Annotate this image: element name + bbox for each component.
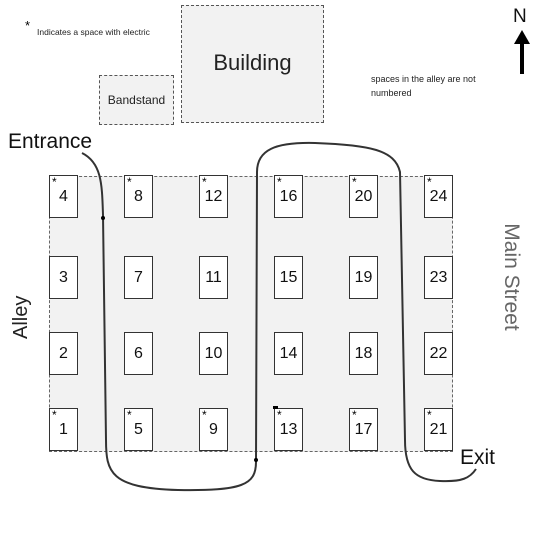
parking-space-7: 7 <box>124 256 153 299</box>
electric-icon: * <box>427 175 432 189</box>
parking-space-1: 1* <box>49 408 78 451</box>
legend-text: Indicates a space with electric <box>37 27 150 37</box>
electric-icon: * <box>52 408 57 422</box>
space-number: 11 <box>205 268 222 286</box>
parking-space-18: 18 <box>349 332 378 375</box>
space-number: 5 <box>134 420 143 438</box>
space-number: 1 <box>59 420 68 438</box>
parking-space-10: 10 <box>199 332 228 375</box>
space-number: 6 <box>134 344 143 362</box>
parking-space-4: 4* <box>49 175 78 218</box>
parking-space-22: 22 <box>424 332 453 375</box>
space-number: 21 <box>429 420 448 438</box>
space-number: 23 <box>429 268 448 286</box>
parking-space-16: 16* <box>274 175 303 218</box>
space-number: 4 <box>59 187 68 205</box>
space-number: 8 <box>134 187 143 205</box>
parking-space-24: 24* <box>424 175 453 218</box>
space-number: 18 <box>354 344 373 362</box>
parking-space-13: 13* <box>274 408 303 451</box>
parking-space-3: 3 <box>49 256 78 299</box>
parking-space-8: 8* <box>124 175 153 218</box>
main-street-label: Main Street <box>500 223 523 331</box>
route-marker <box>101 216 105 220</box>
parking-space-11: 11 <box>199 256 228 299</box>
electric-icon: * <box>127 408 132 422</box>
electric-icon: * <box>127 175 132 189</box>
space-number: 15 <box>279 268 298 286</box>
space-number: 24 <box>429 187 448 205</box>
parking-space-23: 23 <box>424 256 453 299</box>
space-number: 2 <box>59 344 68 362</box>
space-number: 17 <box>354 420 373 438</box>
parking-space-20: 20* <box>349 175 378 218</box>
parking-space-12: 12* <box>199 175 228 218</box>
entrance-label: Entrance <box>8 130 93 153</box>
space-number: 7 <box>134 268 143 286</box>
space-number: 22 <box>429 344 448 362</box>
parking-lot <box>49 176 453 452</box>
space-number: 3 <box>59 268 68 286</box>
space-number: 16 <box>279 187 298 205</box>
parking-space-14: 14 <box>274 332 303 375</box>
space-number: 9 <box>209 420 218 438</box>
alley-note: spaces in the alley are not numbered <box>371 74 476 98</box>
parking-space-15: 15 <box>274 256 303 299</box>
space-number: 14 <box>279 344 298 362</box>
parking-space-9: 9* <box>199 408 228 451</box>
legend-electric-icon: * <box>25 18 31 33</box>
route-marker <box>254 458 258 462</box>
bandstand-label: Bandstand <box>107 93 166 107</box>
north-arrow-icon <box>514 30 530 74</box>
parking-space-19: 19 <box>349 256 378 299</box>
route-marker <box>273 406 278 409</box>
electric-icon: * <box>352 408 357 422</box>
electric-icon: * <box>52 175 57 189</box>
electric-icon: * <box>202 175 207 189</box>
north-label: N <box>513 6 527 27</box>
space-number: 20 <box>354 187 373 205</box>
space-number: 13 <box>279 420 298 438</box>
space-number: 19 <box>354 268 373 286</box>
electric-icon: * <box>277 175 282 189</box>
building-label: Building <box>213 50 292 75</box>
parking-space-17: 17* <box>349 408 378 451</box>
parking-space-21: 21* <box>424 408 453 451</box>
parking-space-2: 2 <box>49 332 78 375</box>
electric-icon: * <box>277 408 282 422</box>
space-number: 12 <box>204 187 223 205</box>
electric-icon: * <box>427 408 432 422</box>
exit-label: Exit <box>460 446 496 469</box>
bandstand-area <box>99 75 174 125</box>
building-area <box>181 5 324 123</box>
parking-space-6: 6 <box>124 332 153 375</box>
alley-label: Alley <box>10 295 32 339</box>
space-number: 10 <box>204 344 223 362</box>
parking-space-5: 5* <box>124 408 153 451</box>
electric-icon: * <box>202 408 207 422</box>
route-path <box>81 141 477 492</box>
electric-icon: * <box>352 175 357 189</box>
